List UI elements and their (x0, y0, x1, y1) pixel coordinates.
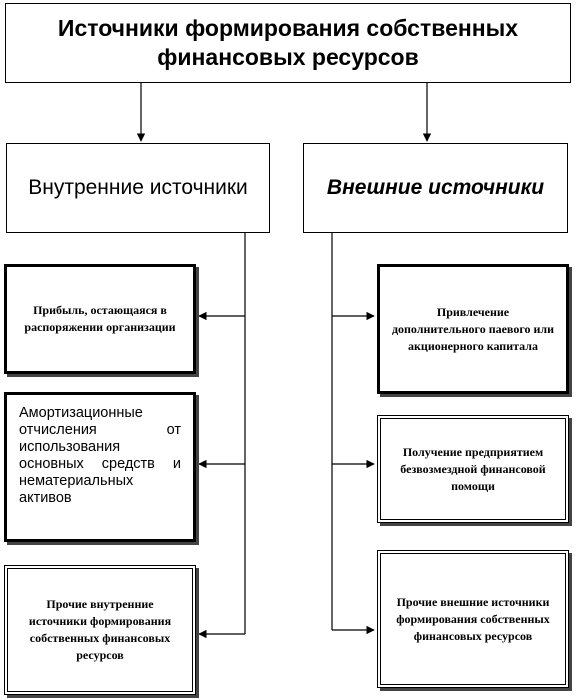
diagram-title-box: Источники формирования собственных финан… (5, 3, 571, 83)
external-source-label: Привлечение дополнительного паевого или … (391, 304, 555, 353)
external-source-label: Прочие внешние источники формирования со… (396, 594, 550, 643)
external-sources-label: Внешние источники (326, 176, 545, 199)
external-source-label: Получение предприятием безвозмездной фин… (400, 444, 546, 493)
external-sources-box: Внешние источники (303, 143, 568, 233)
internal-sources-label: Внутренние источники (28, 176, 248, 199)
external-source-other-box: Прочие внешние источники формирования со… (377, 550, 569, 688)
internal-source-other-box: Прочие внутренние источники формирования… (4, 565, 196, 695)
external-source-aid-box: Получение предприятием безвозмездной фин… (377, 415, 569, 523)
internal-source-label: Прибыль, остающаяся в распоряжении орган… (24, 303, 176, 334)
diagram-title: Источники формирования собственных финан… (57, 15, 519, 70)
external-source-capital-box: Привлечение дополнительного паевого или … (377, 264, 569, 394)
internal-source-profit-box: Прибыль, остающаяся в распоряжении орган… (4, 264, 196, 374)
internal-source-label: Прочие внутренние источники формирования… (28, 597, 172, 662)
internal-source-label: Амортизационные отчисления от использова… (19, 405, 181, 506)
internal-source-depreciation-box: Амортизационные отчисления от использова… (4, 392, 196, 542)
internal-sources-box: Внутренние источники (6, 143, 270, 233)
